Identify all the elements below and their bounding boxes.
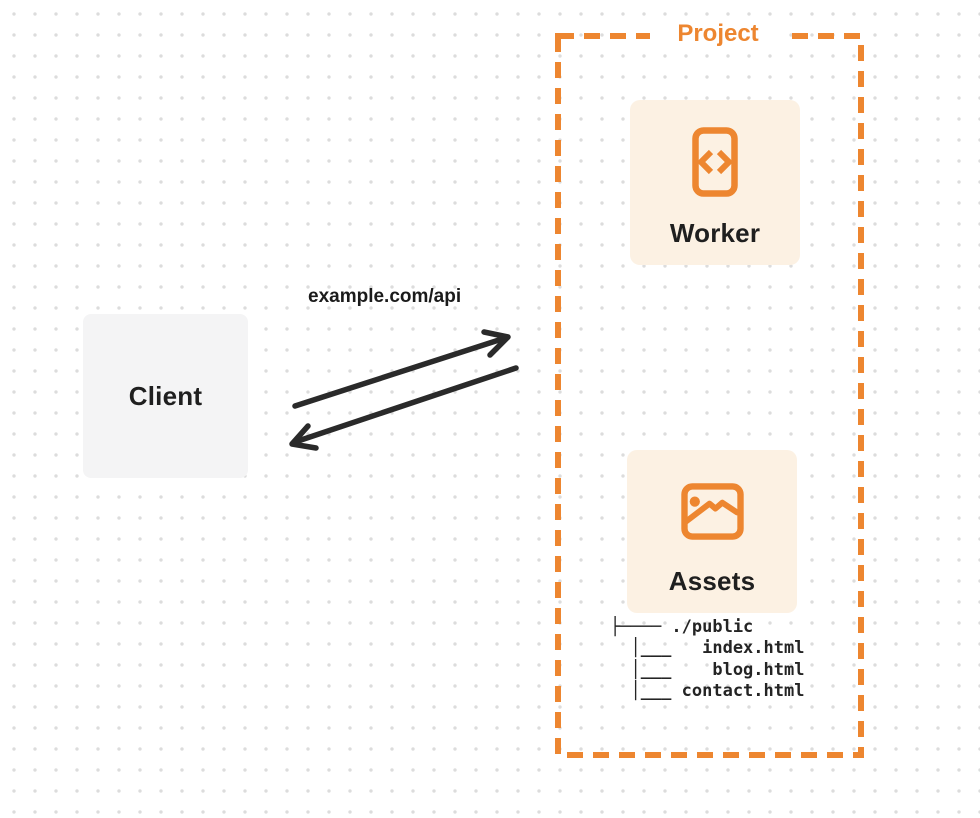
assets-node: Assets	[627, 450, 797, 613]
worker-label: Worker	[669, 218, 761, 248]
code-file-icon	[692, 127, 738, 197]
arrow-head-right-icon	[481, 329, 511, 358]
request-url-label: example.com/api	[308, 286, 462, 307]
request-arrow	[292, 329, 511, 409]
arrow-head-left-icon	[289, 423, 319, 451]
file-tree-line-contact: │___ contact.html	[610, 680, 805, 701]
file-tree: ├──── ./public │___ index.html │___ blog…	[610, 617, 804, 702]
worker-node: Worker	[630, 100, 800, 265]
project-dashed-border	[555, 33, 864, 758]
file-tree-line-public: ├──── ./public	[610, 617, 754, 637]
image-icon	[680, 483, 744, 540]
file-tree-line-index: │___ index.html	[610, 638, 805, 659]
file-tree-line-blog: │___ blog.html	[610, 659, 805, 680]
client-node: Client	[83, 314, 248, 478]
response-arrow	[289, 365, 519, 451]
assets-label: Assets	[668, 566, 756, 596]
client-label: Client	[128, 380, 203, 411]
project-label: Project	[650, 20, 786, 48]
